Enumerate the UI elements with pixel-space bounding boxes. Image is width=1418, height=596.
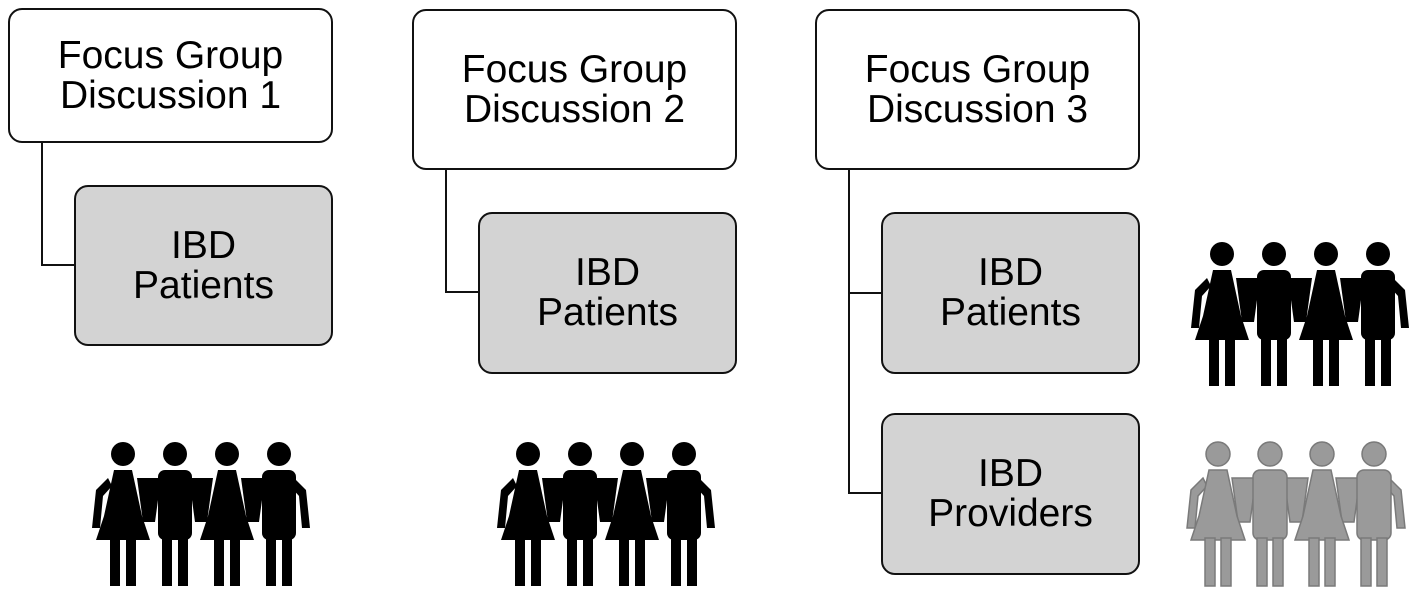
focus-group-1-title-line1: Focus Group (57, 33, 284, 77)
group-3-patients-line1: IBD (977, 251, 1043, 294)
group-1-patients-line1: IBD (170, 223, 236, 267)
group-3-ibd-providers-box: IBD Providers (881, 413, 1140, 575)
people-group-icon (497, 442, 715, 586)
focus-group-1-title-line2: Discussion 1 (59, 73, 282, 117)
people-group-icon (1186, 441, 1406, 587)
focus-group-3-title-line1: Focus Group (864, 47, 1091, 91)
group-3-patients-line2: Patients (940, 291, 1081, 334)
focus-group-2-title-line1: Focus Group (461, 47, 688, 91)
connector-line (445, 169, 480, 293)
group-2-patients-line2: Patients (537, 291, 678, 334)
focus-group-2-box: Focus Group Discussion 2 (412, 9, 737, 170)
group-3-providers-line1: IBD (977, 452, 1043, 495)
group-3-ibd-patients-box: IBD Patients (881, 212, 1140, 374)
people-group-icon (92, 442, 310, 586)
group-1-ibd-patients-box: IBD Patients (74, 185, 333, 346)
connector-tick (848, 292, 883, 294)
group-2-ibd-patients-box: IBD Patients (478, 212, 737, 374)
focus-group-2-title-line2: Discussion 2 (463, 87, 686, 131)
focus-group-1-box: Focus Group Discussion 1 (8, 8, 333, 143)
people-group-icon (1191, 242, 1409, 386)
group-1-patients-line2: Patients (133, 263, 274, 307)
connector-line (848, 169, 883, 494)
group-3-providers-line2: Providers (928, 492, 1093, 535)
focus-group-3-title-line2: Discussion 3 (866, 87, 1089, 131)
focus-group-3-box: Focus Group Discussion 3 (815, 9, 1140, 170)
connector-line (41, 142, 76, 266)
group-2-patients-line1: IBD (574, 251, 640, 294)
